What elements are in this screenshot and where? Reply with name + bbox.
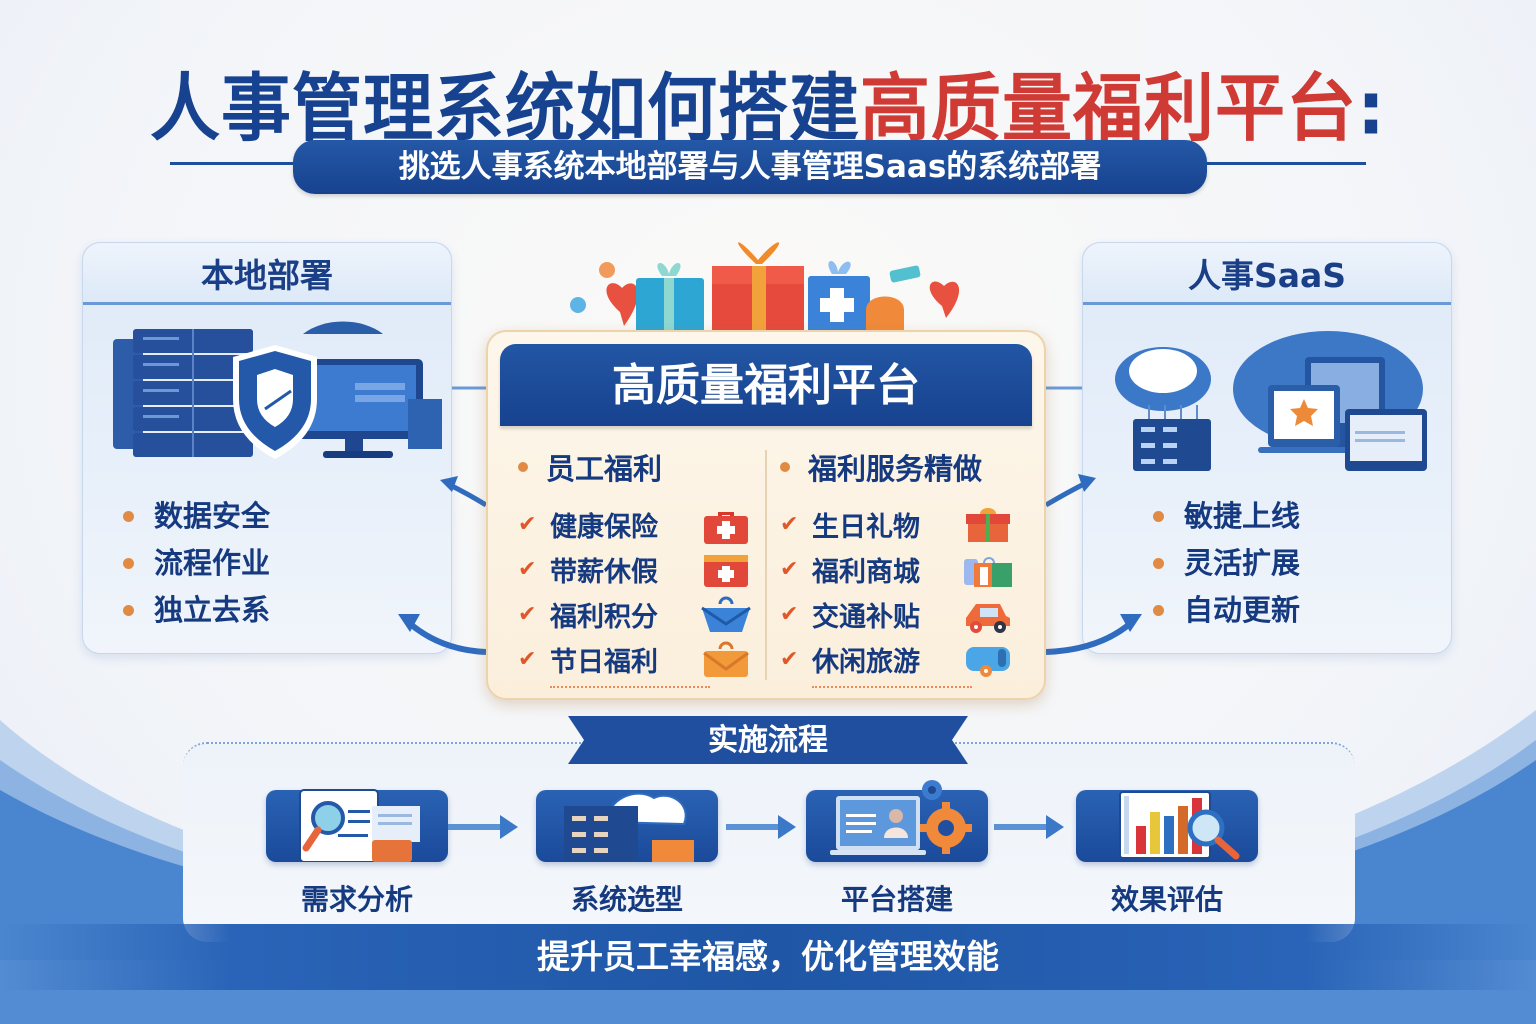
benefit-item: ✔交通补贴 — [780, 592, 1030, 637]
server-cloud-icon — [564, 792, 694, 862]
list-item: 敏捷上线 — [1153, 493, 1300, 540]
employee-benefits-column: 员工福利 ✔健康保险 ✔带薪休假 ✔福利积分 ✔节日福利 — [518, 444, 768, 688]
step-label: 系统选型 — [570, 883, 683, 916]
check-icon: ✔ — [780, 602, 799, 627]
local-features-list: 数据安全 流程作业 独立去系 — [123, 493, 270, 634]
local-deployment-panel: 本地部署 数据安全 流程作业 独立去系 — [82, 242, 452, 654]
benefit-item: ✔福利商城 — [780, 547, 1030, 592]
list-item: 流程作业 — [123, 540, 270, 587]
check-icon: ✔ — [518, 602, 537, 627]
step-label: 效果评估 — [1110, 883, 1223, 916]
benefit-item: ✔带薪休假 — [518, 547, 768, 592]
bullet-icon — [1153, 558, 1164, 569]
list-item: 独立去系 — [123, 587, 270, 634]
bullet-icon — [123, 511, 134, 522]
step-label: 需求分析 — [300, 883, 413, 916]
blue-bag-icon — [701, 596, 751, 632]
panel-title: 本地部署 — [83, 243, 451, 305]
bullet-icon — [1153, 511, 1164, 522]
bullet-icon — [780, 462, 790, 472]
flow-arrow-icon — [726, 815, 796, 839]
flow-title-ribbon — [568, 716, 968, 764]
bullet-icon — [518, 462, 528, 472]
page-title: 人事管理系统如何搭建高质量福利平台: — [0, 49, 1536, 155]
list-item: 数据安全 — [123, 493, 270, 540]
flow-arrow-icon — [994, 815, 1064, 839]
car-icon — [966, 603, 1010, 633]
welfare-services-column: 福利服务精做 ✔生日礼物 ✔福利商城 ✔交通补贴 ✔休闲旅游 — [780, 444, 1030, 688]
list-item: 灵活扩展 — [1153, 540, 1300, 587]
dotted-divider — [550, 686, 710, 688]
benefit-item: ✔健康保险 — [518, 502, 768, 547]
flow-step-platform-build: 平台搭建 — [806, 780, 988, 920]
check-icon: ✔ — [518, 647, 537, 672]
footer-banner — [0, 924, 1536, 990]
shopping-icon — [964, 556, 1012, 587]
welfare-platform-card: 高质量福利平台 员工福利 ✔健康保险 ✔带薪休假 ✔福利积分 ✔节日福利 福利服… — [486, 330, 1046, 700]
check-icon: ✔ — [780, 647, 799, 672]
benefit-item: ✔休闲旅游 — [780, 637, 1030, 682]
check-icon: ✔ — [518, 512, 537, 537]
chart-magnifier-icon — [1119, 791, 1240, 860]
column-heading: 福利服务精做 — [780, 444, 1030, 490]
first-aid-kit-icon — [704, 511, 748, 544]
laptop-gear-icon — [830, 780, 972, 855]
panel-title: 人事SaaS — [1083, 243, 1451, 305]
bullet-icon — [1153, 605, 1164, 616]
list-item: 自动更新 — [1153, 587, 1300, 634]
check-icon: ✔ — [780, 512, 799, 537]
red-case-star-icon — [704, 554, 748, 587]
title-red-part: 高质量福利平台 — [860, 65, 1357, 152]
check-icon: ✔ — [780, 557, 799, 582]
column-divider — [765, 450, 767, 680]
benefit-item: ✔节日福利 — [518, 637, 768, 682]
travel-bag-icon — [966, 646, 1010, 677]
benefit-item: ✔福利积分 — [518, 592, 768, 637]
flow-step-system-selection: 系统选型 — [536, 790, 718, 920]
gift-box-icon — [966, 507, 1010, 542]
title-blue-part: 人事管理系统如何搭建 — [150, 65, 860, 152]
bullet-icon — [123, 558, 134, 569]
document-search-icon — [299, 789, 420, 862]
orange-envelope-icon — [703, 641, 749, 677]
dotted-divider — [812, 686, 972, 688]
saas-panel: 人事SaaS 敏捷上线 灵活扩展 自动更新 — [1082, 242, 1452, 654]
flow-step-requirements: 需求分析 — [266, 789, 448, 920]
bullet-icon — [123, 605, 134, 616]
benefit-item: ✔生日礼物 — [780, 502, 1030, 547]
server-shield-monitor-icon — [113, 321, 442, 459]
saas-features-list: 敏捷上线 灵活扩展 自动更新 — [1153, 493, 1300, 634]
footer-slogan: 提升员工幸福感，优化管理效能 — [537, 937, 999, 976]
check-icon: ✔ — [518, 557, 537, 582]
card-title: 高质量福利平台 — [500, 344, 1032, 426]
column-heading: 员工福利 — [518, 444, 768, 490]
flow-step-evaluation: 效果评估 — [1076, 790, 1258, 920]
step-label: 平台搭建 — [840, 883, 953, 916]
cloud-server-devices-icon — [1115, 331, 1427, 471]
flow-title: 实施流程 — [708, 723, 828, 758]
gift-boxes-decoration-icon — [570, 242, 960, 334]
title-colon: : — [1357, 65, 1386, 152]
flow-arrow-icon — [448, 815, 518, 839]
subtitle-banner: 挑选人事系统本地部署与人事管理Saas的系统部署 — [293, 140, 1207, 194]
